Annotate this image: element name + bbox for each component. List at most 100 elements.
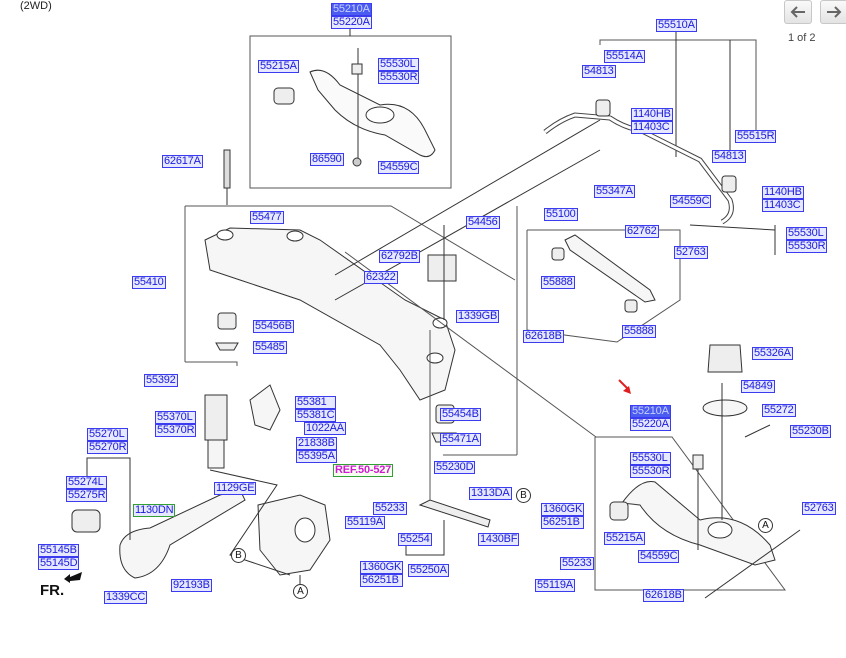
part-label-55233-r[interactable]: 55233 xyxy=(560,557,594,570)
part-label-54559c-lower[interactable]: 54559C xyxy=(638,550,680,563)
part-label-54849[interactable]: 54849 xyxy=(741,380,775,393)
shock-absorber-drawing xyxy=(204,394,228,441)
part-label-62618b[interactable]: 62618B xyxy=(523,330,564,343)
part-label-55410[interactable]: 55410 xyxy=(132,276,166,289)
part-label-21838b[interactable]: 21838B xyxy=(296,437,337,450)
part-label-55270r[interactable]: 55270R xyxy=(87,441,129,454)
part-label-55215a-lower[interactable]: 55215A xyxy=(604,532,645,545)
part-label-55888-b[interactable]: 55888 xyxy=(622,325,656,338)
spring-pad-drawing xyxy=(707,344,743,373)
part-label-52763[interactable]: 52763 xyxy=(674,246,708,259)
part-label-55254[interactable]: 55254 xyxy=(398,533,432,546)
part-label-55471a[interactable]: 55471A xyxy=(440,433,481,446)
part-label-11403c-right[interactable]: 11403C xyxy=(762,199,804,212)
next-page-button[interactable] xyxy=(820,0,846,24)
part-label-55347a[interactable]: 55347A xyxy=(594,185,635,198)
part-label-55272[interactable]: 55272 xyxy=(762,404,796,417)
part-label-55514a[interactable]: 55514A xyxy=(604,50,645,63)
part-label-54813-right[interactable]: 54813 xyxy=(712,150,746,163)
front-arrow-icon xyxy=(64,572,82,583)
bushing-drawing xyxy=(273,87,295,105)
part-label-52763-lower[interactable]: 52763 xyxy=(802,502,836,515)
part-label-54456[interactable]: 54456 xyxy=(466,216,500,229)
part-label-55119a-r[interactable]: 55119A xyxy=(535,579,575,592)
part-label-55230d[interactable]: 55230D xyxy=(434,461,476,474)
part-label-1130dn[interactable]: 1130DN xyxy=(133,504,176,517)
trailing-arm-drawing xyxy=(119,489,246,579)
part-label-55485[interactable]: 55485 xyxy=(253,341,287,354)
front-direction-label: FR. xyxy=(40,582,65,599)
part-label-1140hb-right[interactable]: 1140HB xyxy=(762,186,804,199)
part-label-62792b[interactable]: 62792B xyxy=(379,250,420,263)
part-label-55220a-lower[interactable]: 55220A xyxy=(630,418,671,431)
part-label-1360gk[interactable]: 1360GK xyxy=(360,561,404,574)
part-label-55274l[interactable]: 55274L xyxy=(66,476,108,489)
callout-a: A xyxy=(293,584,308,599)
part-label-55477[interactable]: 55477 xyxy=(250,211,284,224)
part-label-11403c[interactable]: 11403C xyxy=(631,121,673,134)
part-label-62618b-lower[interactable]: 62618B xyxy=(643,589,684,602)
part-label-55119a[interactable]: 55119A xyxy=(345,516,385,529)
part-label-1430bf[interactable]: 1430BF xyxy=(478,533,520,546)
part-label-56251b-r[interactable]: 56251B xyxy=(541,516,585,529)
part-label-55215a[interactable]: 55215A xyxy=(258,60,299,73)
part-label-55370l[interactable]: 55370L xyxy=(155,411,197,424)
arm-seat-drawing xyxy=(365,106,395,124)
part-label-55530l-lower[interactable]: 55530L xyxy=(630,452,672,465)
part-label-54559c-stab[interactable]: 54559C xyxy=(670,195,712,208)
part-label-1022aa[interactable]: 1022AA xyxy=(304,422,346,435)
part-label-55233[interactable]: 55233 xyxy=(373,502,407,515)
part-label-55381c[interactable]: 55381C xyxy=(295,409,337,422)
part-label-55530r[interactable]: 55530R xyxy=(378,71,420,84)
part-label-55210a-lower[interactable]: 55210A xyxy=(630,405,671,418)
part-label-55381[interactable]: 55381 xyxy=(295,396,337,409)
part-label-55888[interactable]: 55888 xyxy=(541,276,575,289)
part-label-62322[interactable]: 62322 xyxy=(364,271,398,284)
part-label-62617a[interactable]: 62617A xyxy=(162,155,203,168)
arrow-left-icon xyxy=(790,6,805,18)
part-label-55530r-lower[interactable]: 55530R xyxy=(630,465,672,478)
part-label-55145d[interactable]: 55145D xyxy=(38,557,80,570)
part-label-55392[interactable]: 55392 xyxy=(144,374,178,387)
part-label-55456b[interactable]: 55456B xyxy=(253,320,294,333)
part-label-1140hb[interactable]: 1140HB xyxy=(631,108,673,121)
part-label-55270l[interactable]: 55270L xyxy=(87,428,129,441)
reference-link-50-527[interactable]: REF.50-527 xyxy=(333,464,394,477)
part-label-1339gb[interactable]: 1339GB xyxy=(456,310,500,323)
part-label-55210a[interactable]: 55210A xyxy=(331,3,372,16)
page-indicator: 1 of 2 xyxy=(788,32,816,44)
part-label-55230b[interactable]: 55230B xyxy=(790,425,831,438)
bracket-drawing xyxy=(427,254,457,282)
part-label-55145b[interactable]: 55145B xyxy=(38,544,80,557)
part-label-86590[interactable]: 86590 xyxy=(310,153,344,166)
callout-b: B xyxy=(231,548,246,563)
part-label-55370r[interactable]: 55370R xyxy=(155,424,197,437)
part-label-55530l-stab[interactable]: 55530L xyxy=(786,227,828,240)
part-label-1360gk-r[interactable]: 1360GK xyxy=(541,503,585,516)
part-label-55515r[interactable]: 55515R xyxy=(735,130,777,143)
assist-arm-drawing xyxy=(564,234,656,303)
arrow-right-icon xyxy=(827,6,842,18)
part-label-55530l[interactable]: 55530L xyxy=(378,58,420,71)
part-label-1129ge[interactable]: 1129GE xyxy=(214,482,257,495)
part-label-54813[interactable]: 54813 xyxy=(582,65,616,78)
part-label-1313da[interactable]: 1313DA xyxy=(469,487,512,500)
part-label-55275r[interactable]: 55275R xyxy=(66,489,108,502)
prev-page-button[interactable] xyxy=(784,0,812,24)
part-label-55250a[interactable]: 55250A xyxy=(408,564,449,577)
part-label-54559c[interactable]: 54559C xyxy=(378,161,420,174)
part-label-55454b[interactable]: 55454B xyxy=(440,408,481,421)
part-label-62762[interactable]: 62762 xyxy=(625,225,659,238)
part-label-55100[interactable]: 55100 xyxy=(544,208,578,221)
part-label-55395a[interactable]: 55395A xyxy=(296,450,337,463)
part-label-55530r-stab[interactable]: 55530R xyxy=(786,240,828,253)
part-label-92193b[interactable]: 92193B xyxy=(171,579,212,592)
part-label-55220a[interactable]: 55220A xyxy=(331,16,372,29)
crossmember-drawing xyxy=(204,227,456,401)
part-label-55326a[interactable]: 55326A xyxy=(752,347,793,360)
part-label-55510a[interactable]: 55510A xyxy=(656,19,697,32)
part-label-1339cc[interactable]: 1339CC xyxy=(104,591,148,604)
part-label-56251b[interactable]: 56251B xyxy=(360,574,404,587)
